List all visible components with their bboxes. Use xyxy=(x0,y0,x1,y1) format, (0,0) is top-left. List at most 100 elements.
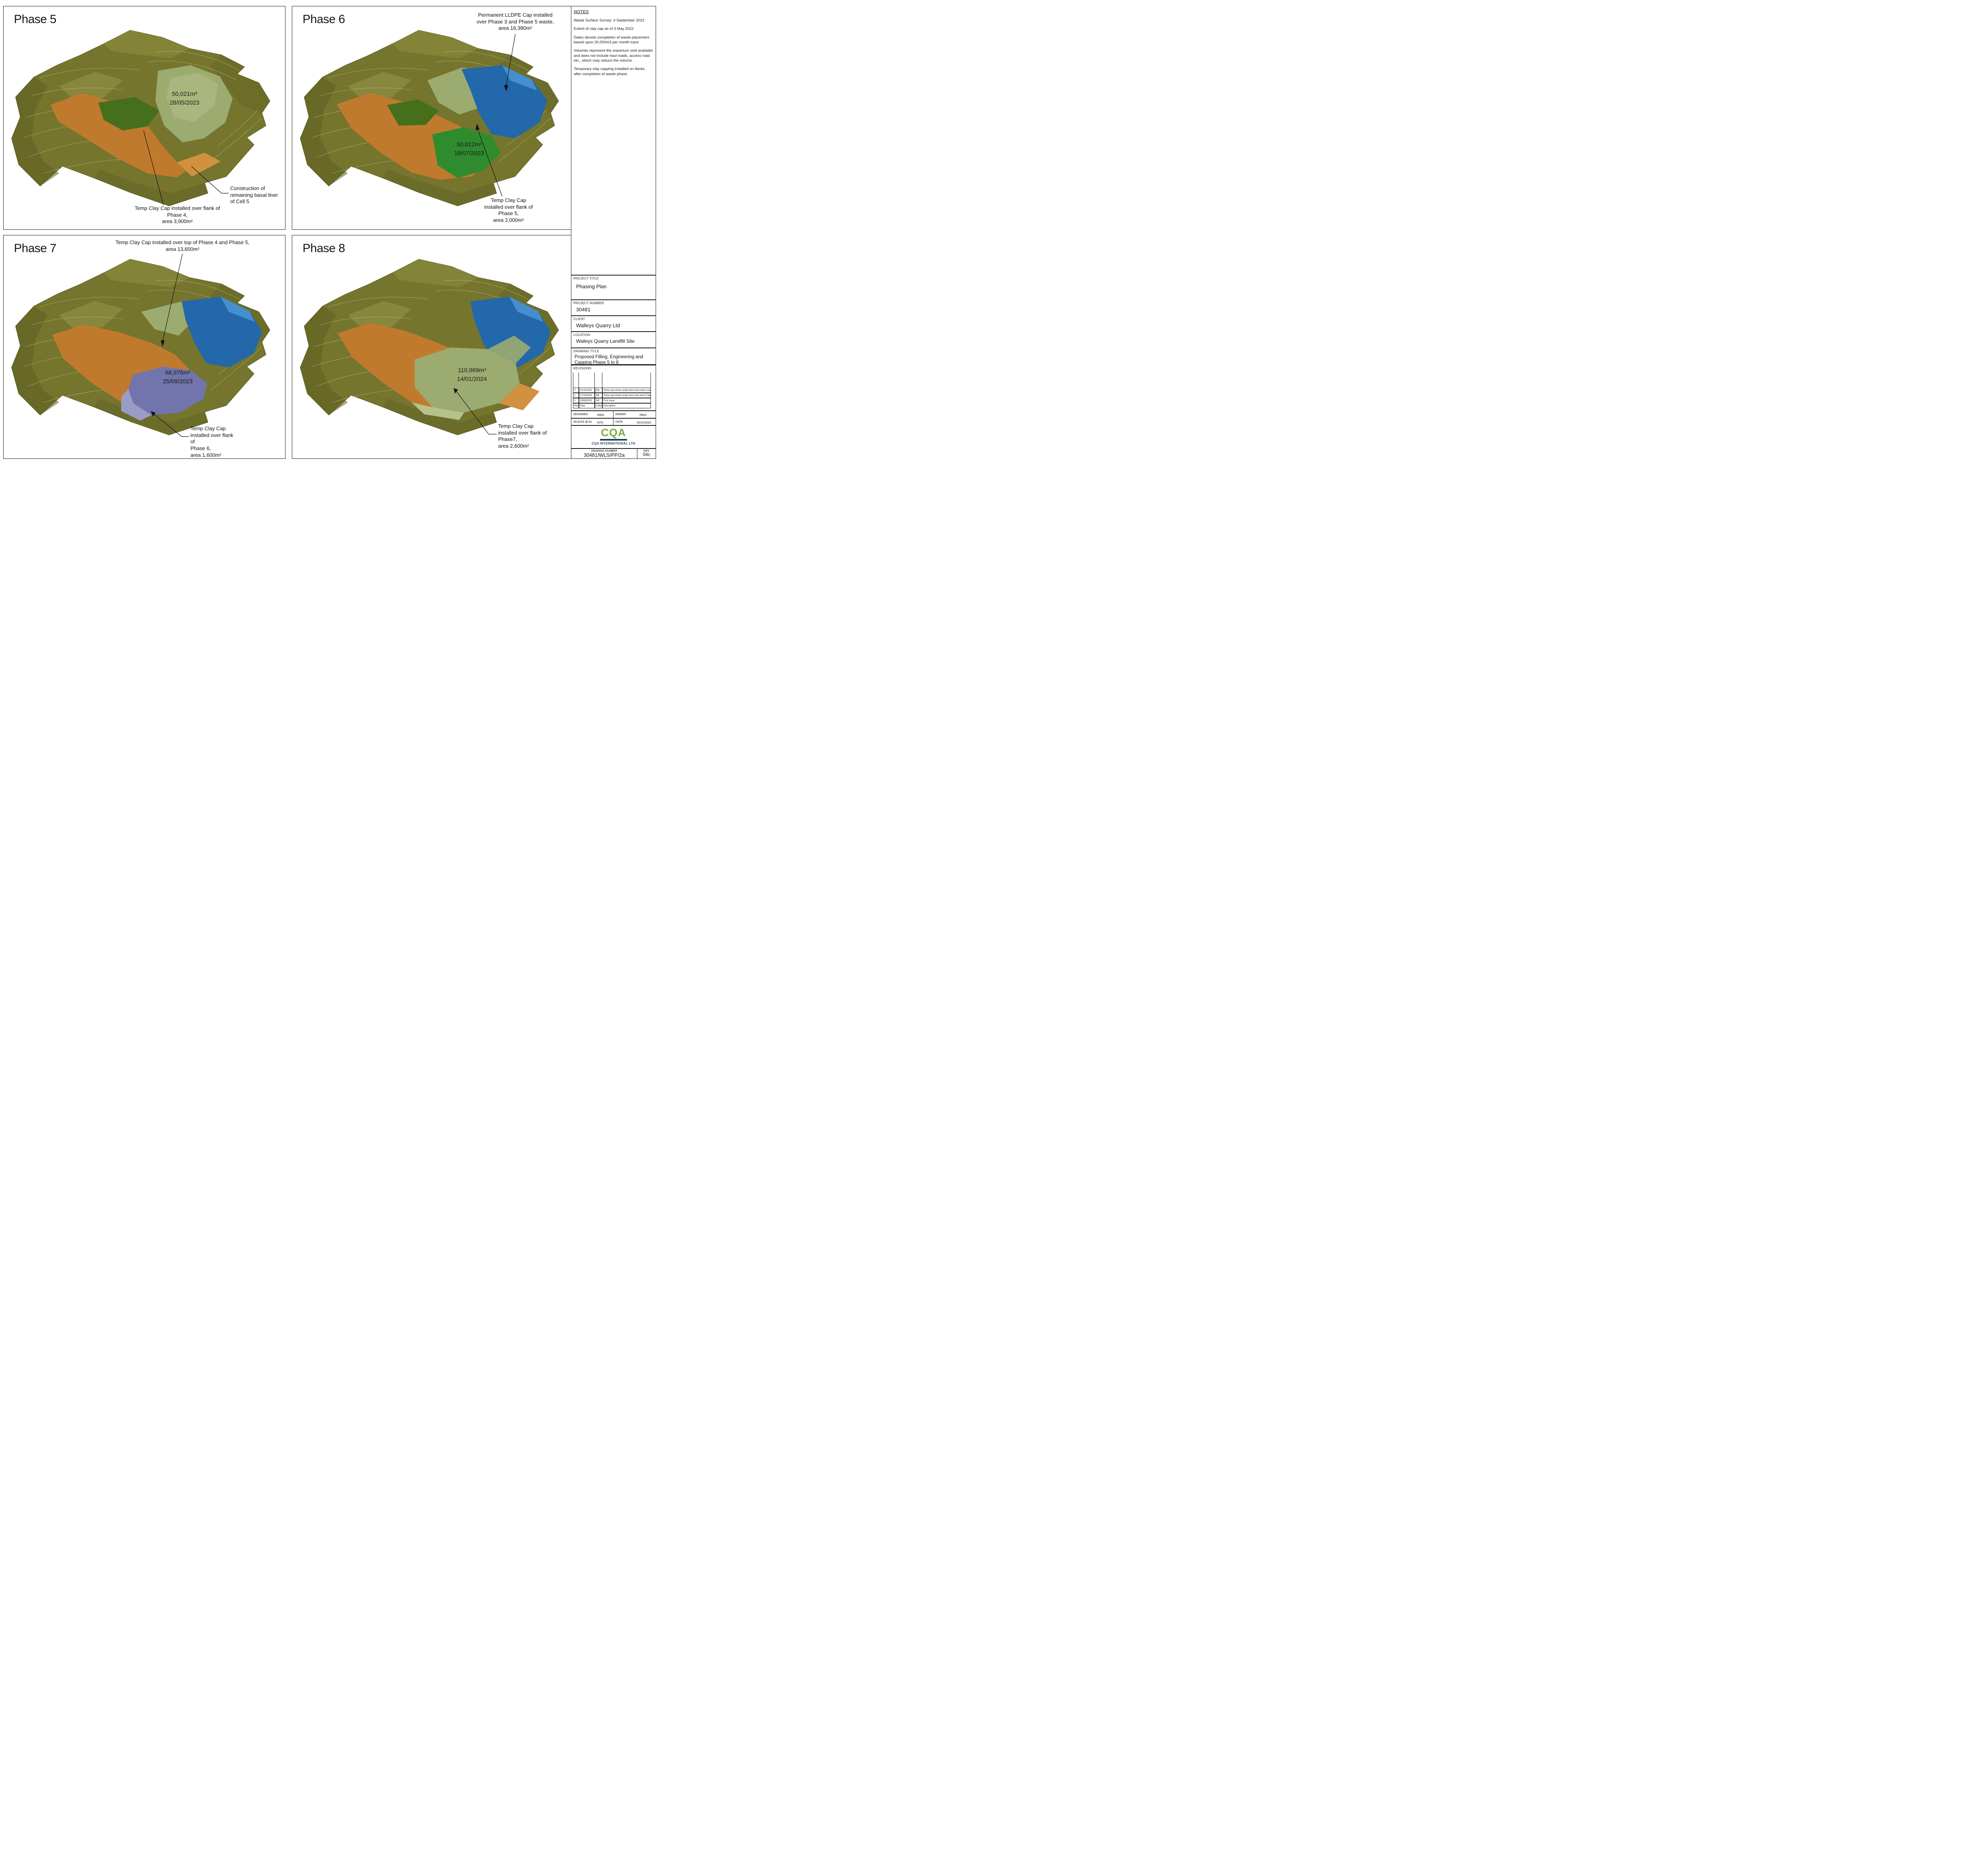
base-green xyxy=(387,99,439,126)
location-label: LOCATION xyxy=(573,333,590,337)
annotation-temp-clay-cap: Temp Clay Cap installed over flank of Ph… xyxy=(190,425,233,458)
leader-arrow xyxy=(504,85,508,91)
notes-section: NOTES Waste Surface Survey: 4 September … xyxy=(571,6,656,275)
rev-cell: 31/11/2022 xyxy=(579,388,595,393)
leader-arrow xyxy=(161,340,165,347)
scales-label: SCALES @ A1 xyxy=(573,421,592,423)
date-value: 02/11/2022 xyxy=(637,421,652,424)
leader-line xyxy=(191,166,229,194)
leader-line xyxy=(162,253,183,342)
logo-acronym: CQA xyxy=(601,427,626,439)
volume-label: 110,969m³ xyxy=(458,367,486,374)
rev-cell: 17/10/2022 xyxy=(579,393,595,398)
client-value: Walleys Quarry Ltd xyxy=(576,322,620,328)
annotation-temp-cap-top: Temp Clay Cap installed over top of Phas… xyxy=(115,239,250,252)
designed-drawn-row: DESIGNED RWS DRAWN RWS xyxy=(571,411,656,418)
note-item: Dates denote completion of waste placeme… xyxy=(574,35,649,45)
drawn-cell: DRAWN RWS xyxy=(613,411,656,418)
scales-date-row: SCALES @ A1 NTS DATE 02/11/2022 xyxy=(571,418,656,425)
waste-slope-orange xyxy=(50,93,190,177)
phase7-fill-purple-light xyxy=(121,389,151,421)
rev-cell: 1 xyxy=(573,393,579,398)
terrain-view-phase-5: 50,021m³ 28/05/2023 xyxy=(11,30,270,206)
phase-title: Phase 6 xyxy=(303,13,345,26)
phase6-fill-green xyxy=(432,127,501,178)
phase5-base-green xyxy=(98,97,159,130)
phase-title: Phase 5 xyxy=(14,13,56,26)
rev-cell: DB xyxy=(595,398,602,403)
clay-cap-highlight xyxy=(167,73,218,122)
phase8-fill-sage-light xyxy=(412,402,464,420)
panel-phase-7: 68,976m³ 25/09/2023 Phase 7 Temp Clay Ca… xyxy=(3,235,285,459)
revisions-rows: 2 31/11/2022 DB Temp cap shown under hau… xyxy=(573,388,651,408)
client-section: CLIENT Walleys Quarry Ltd xyxy=(571,316,656,332)
note-item: Volumes represent the maximum void avail… xyxy=(574,49,653,63)
drawing-title-label: DRAWING TITLE xyxy=(573,349,599,353)
volume-label: 68,976m³ xyxy=(165,369,190,376)
leader-arrow xyxy=(476,124,480,130)
rev-cell: First issue xyxy=(602,398,651,403)
drawing-sheet: 50,021m³ 28/05/2023 Phase 5 Construction… xyxy=(0,0,658,465)
rev-cell: Temp cap shown under haul road and on fl… xyxy=(602,393,651,398)
revisions-label: REVISIONS xyxy=(573,367,592,370)
phase8-fill-sage xyxy=(415,348,520,413)
designed-value: RWS xyxy=(597,413,604,417)
project-title-label: PROJECT TITLE xyxy=(573,277,599,280)
date-label: 14/01/2024 xyxy=(457,376,487,382)
rev-cell: DB xyxy=(595,393,602,398)
lldpe-cap-highlight xyxy=(509,297,544,322)
drawing-title-section: DRAWING TITLE Proposed Filling, Engineer… xyxy=(571,348,656,365)
terrain-view-phase-7: 68,976m³ 25/09/2023 xyxy=(11,253,270,437)
drawing-title-value: Proposed Filling, Engineering and Cappin… xyxy=(575,355,643,365)
drawn-value: RWS xyxy=(639,413,647,417)
leader-line xyxy=(506,34,516,86)
drawing-number-value: 30481/WLS/PP/2a xyxy=(584,452,625,458)
drawn-label: DRAWN xyxy=(615,413,626,416)
rev-cell: Temp cap shown under haul road colour ch… xyxy=(602,388,651,393)
logo-underline-bar xyxy=(600,439,627,441)
lldpe-cap-highlight xyxy=(502,65,537,91)
rev-header-cell: Description xyxy=(602,403,651,408)
annotation-temp-clay-cap: Temp Clay Cap installed over flank of Ph… xyxy=(498,423,547,449)
annotation-temp-clay-cap: Temp Clay Cap installed over flank of Ph… xyxy=(484,197,533,223)
notes-heading: NOTES xyxy=(574,10,589,14)
volume-label: 50,812m³ xyxy=(456,141,481,148)
date-label: 18/07/2023 xyxy=(454,150,484,157)
date-label: 25/09/2023 xyxy=(163,378,192,385)
annotation-basal-liner: Construction of remaining basal liner of… xyxy=(230,185,278,205)
date-cell: DATE 02/11/2022 xyxy=(613,419,656,425)
panel-phase-5: 50,021m³ 28/05/2023 Phase 5 Construction… xyxy=(3,6,285,230)
location-value: Walleys Quarry Landfill Site xyxy=(576,338,635,344)
project-title-section: PROJECT TITLE Phasing Plan xyxy=(571,275,656,300)
column-guide xyxy=(595,373,602,388)
scales-cell: SCALES @ A1 NTS xyxy=(571,419,613,425)
leader-line xyxy=(477,127,503,197)
scales-value: NTS xyxy=(597,421,604,424)
rev-cell: 29/09/2022 xyxy=(579,398,595,403)
terrain-view-phase-6: 50,812m³ 18/07/2023 xyxy=(300,30,559,206)
rev-cell: 0 xyxy=(573,398,579,403)
location-section: LOCATION Walleys Quarry Landfill Site xyxy=(571,332,656,348)
revisions-column-guides xyxy=(573,373,651,388)
drawing-number-section: DRAWING NUMBER 30481/WLS/PP/2a REV 04c xyxy=(571,448,656,459)
logo-section: CQA CQA INTERNATIONAL LTD xyxy=(571,425,656,448)
phase5-overlays: 50,021m³ 28/05/2023 xyxy=(50,65,233,206)
phase-title: Phase 8 xyxy=(303,242,345,255)
leader-arrow xyxy=(454,388,458,394)
annotation-temp-clay-cap: Temp Clay Cap installed over flank of Ph… xyxy=(134,205,220,225)
project-number-value: 30481 xyxy=(576,307,591,313)
phase7-fill-purple xyxy=(128,367,207,415)
note-item: Waste Surface Survey: 4 September 2022 xyxy=(574,18,645,23)
column-guide xyxy=(573,373,579,388)
clay-cap-strip xyxy=(488,336,531,363)
volume-label: 50,021m³ xyxy=(172,91,197,97)
rev-header-cell: Chkd xyxy=(595,403,602,408)
revisions-table: 2 31/11/2022 DB Temp cap shown under hau… xyxy=(573,373,651,408)
rev-cell: 2 xyxy=(573,388,579,393)
drawing-number-cell: DRAWING NUMBER 30481/WLS/PP/2a xyxy=(571,449,637,458)
lldpe-cap-highlight xyxy=(221,297,255,322)
phase6-overlays: 50,812m³ 18/07/2023 xyxy=(337,34,547,197)
rev-value: 04c xyxy=(643,452,650,457)
date-label: 28/05/2023 xyxy=(169,99,199,106)
column-guide xyxy=(579,373,595,388)
